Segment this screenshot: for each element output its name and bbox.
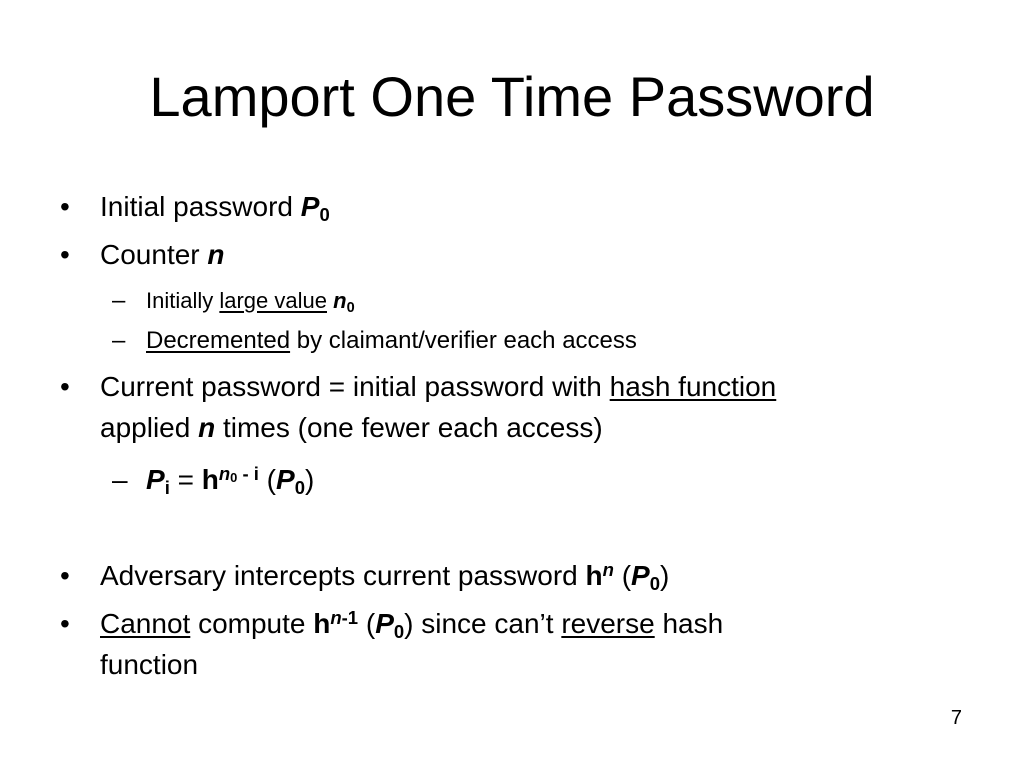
bullet-initial-password: Initial password P0 bbox=[100, 190, 330, 224]
bullet-adversary: Adversary intercepts current password hn… bbox=[100, 558, 670, 595]
adversary-p: P bbox=[631, 560, 650, 591]
bullet-icon: • bbox=[60, 608, 70, 639]
bullet-current-password-line2: applied n times (one fewer each access) bbox=[100, 412, 603, 443]
cannot-h: h bbox=[313, 608, 331, 639]
applied-n-variable: n bbox=[198, 412, 216, 443]
formula-p0: P bbox=[276, 464, 295, 495]
initial-password-subscript: 0 bbox=[319, 204, 330, 226]
bullet-cannot-line1: Cannot compute hn-1 (P0) since can’t rev… bbox=[100, 606, 724, 643]
formula-line: Pi = hn0 - i (P0) bbox=[146, 462, 315, 499]
adversary-h: h bbox=[585, 560, 603, 591]
cannot-p: P bbox=[375, 608, 394, 639]
dash-icon: – bbox=[112, 287, 126, 314]
initial-password-variable: P bbox=[300, 191, 320, 222]
initially-text: Initially bbox=[146, 288, 220, 313]
reverse-link[interactable]: reverse bbox=[561, 608, 655, 639]
initially-subscript: 0 bbox=[346, 300, 355, 317]
formula-exponent: n0 - i bbox=[218, 462, 259, 486]
formula-p-subscript: i bbox=[164, 477, 170, 499]
large-value-link[interactable]: large value bbox=[219, 288, 327, 313]
bullet-current-password-line1: Current password = initial password with… bbox=[100, 370, 776, 404]
formula-h: h bbox=[201, 464, 219, 495]
decremented-text: by claimant/verifier each access bbox=[290, 327, 637, 354]
cannot-link[interactable]: Cannot bbox=[100, 608, 191, 639]
hash-function-link[interactable]: hash function bbox=[609, 371, 777, 402]
initial-password-text: Initial password bbox=[100, 191, 301, 222]
cannot-exponent: n-1 bbox=[330, 606, 359, 628]
decremented-link[interactable]: Decremented bbox=[146, 327, 291, 354]
slide-title: Lamport One Time Password bbox=[149, 65, 875, 128]
initially-variable: n bbox=[333, 288, 347, 313]
bullet-icon: • bbox=[60, 371, 70, 402]
counter-variable: n bbox=[207, 239, 225, 270]
formula-p: P bbox=[146, 464, 165, 495]
dash-icon: – bbox=[112, 327, 126, 354]
adversary-exponent: n bbox=[602, 558, 614, 580]
bullet-icon: • bbox=[60, 191, 70, 222]
bullet-cannot-line2: function bbox=[100, 649, 199, 680]
page-number: 7 bbox=[950, 707, 962, 729]
bullet-icon: • bbox=[60, 560, 70, 591]
subbullet-initially: Initially large value n0 bbox=[146, 286, 355, 316]
bullet-counter: Counter n bbox=[100, 238, 225, 272]
counter-text: Counter bbox=[100, 239, 208, 270]
subbullet-decremented: Decremented by claimant/verifier each ac… bbox=[146, 326, 637, 356]
current-password-text: Current password = initial password with bbox=[100, 371, 610, 402]
dash-icon: – bbox=[112, 464, 128, 495]
bullet-icon: • bbox=[60, 239, 70, 270]
